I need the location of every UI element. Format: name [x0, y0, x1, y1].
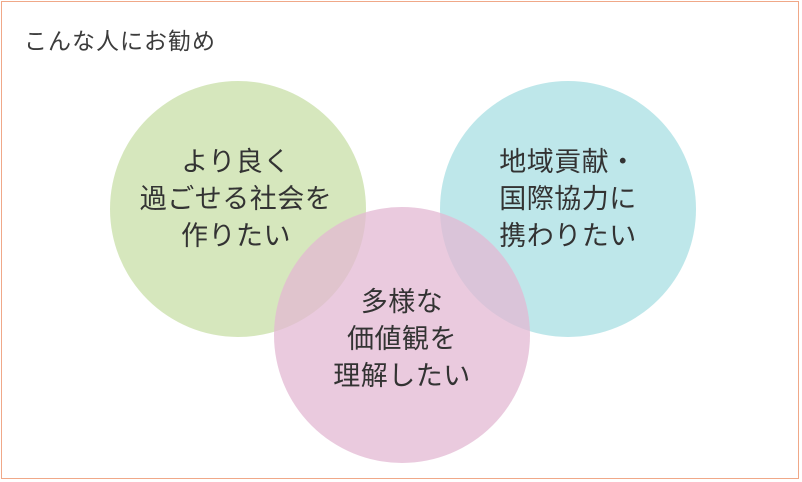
label-diverse-values: 多様な 価値観を 理解したい [276, 284, 528, 395]
label-line: 多様な [360, 287, 444, 318]
circle-diverse-values [274, 207, 530, 463]
label-line: 価値観を [347, 324, 457, 355]
label-line: より良く [181, 147, 291, 178]
label-line: 理解したい [333, 361, 471, 392]
label-line: 携わりたい [499, 221, 637, 252]
label-line: 地域貢献・ [499, 147, 637, 178]
label-line: 過ごせる社会を [139, 184, 333, 215]
label-better-society: より良く 過ごせる社会を 作りたい [110, 144, 362, 255]
diagram-title: こんな人にお勧め [24, 29, 216, 55]
label-line: 作りたい [181, 221, 291, 252]
label-regional-international: 地域貢献・ 国際協力に 携わりたい [442, 144, 694, 255]
label-line: 国際協力に [499, 184, 637, 215]
